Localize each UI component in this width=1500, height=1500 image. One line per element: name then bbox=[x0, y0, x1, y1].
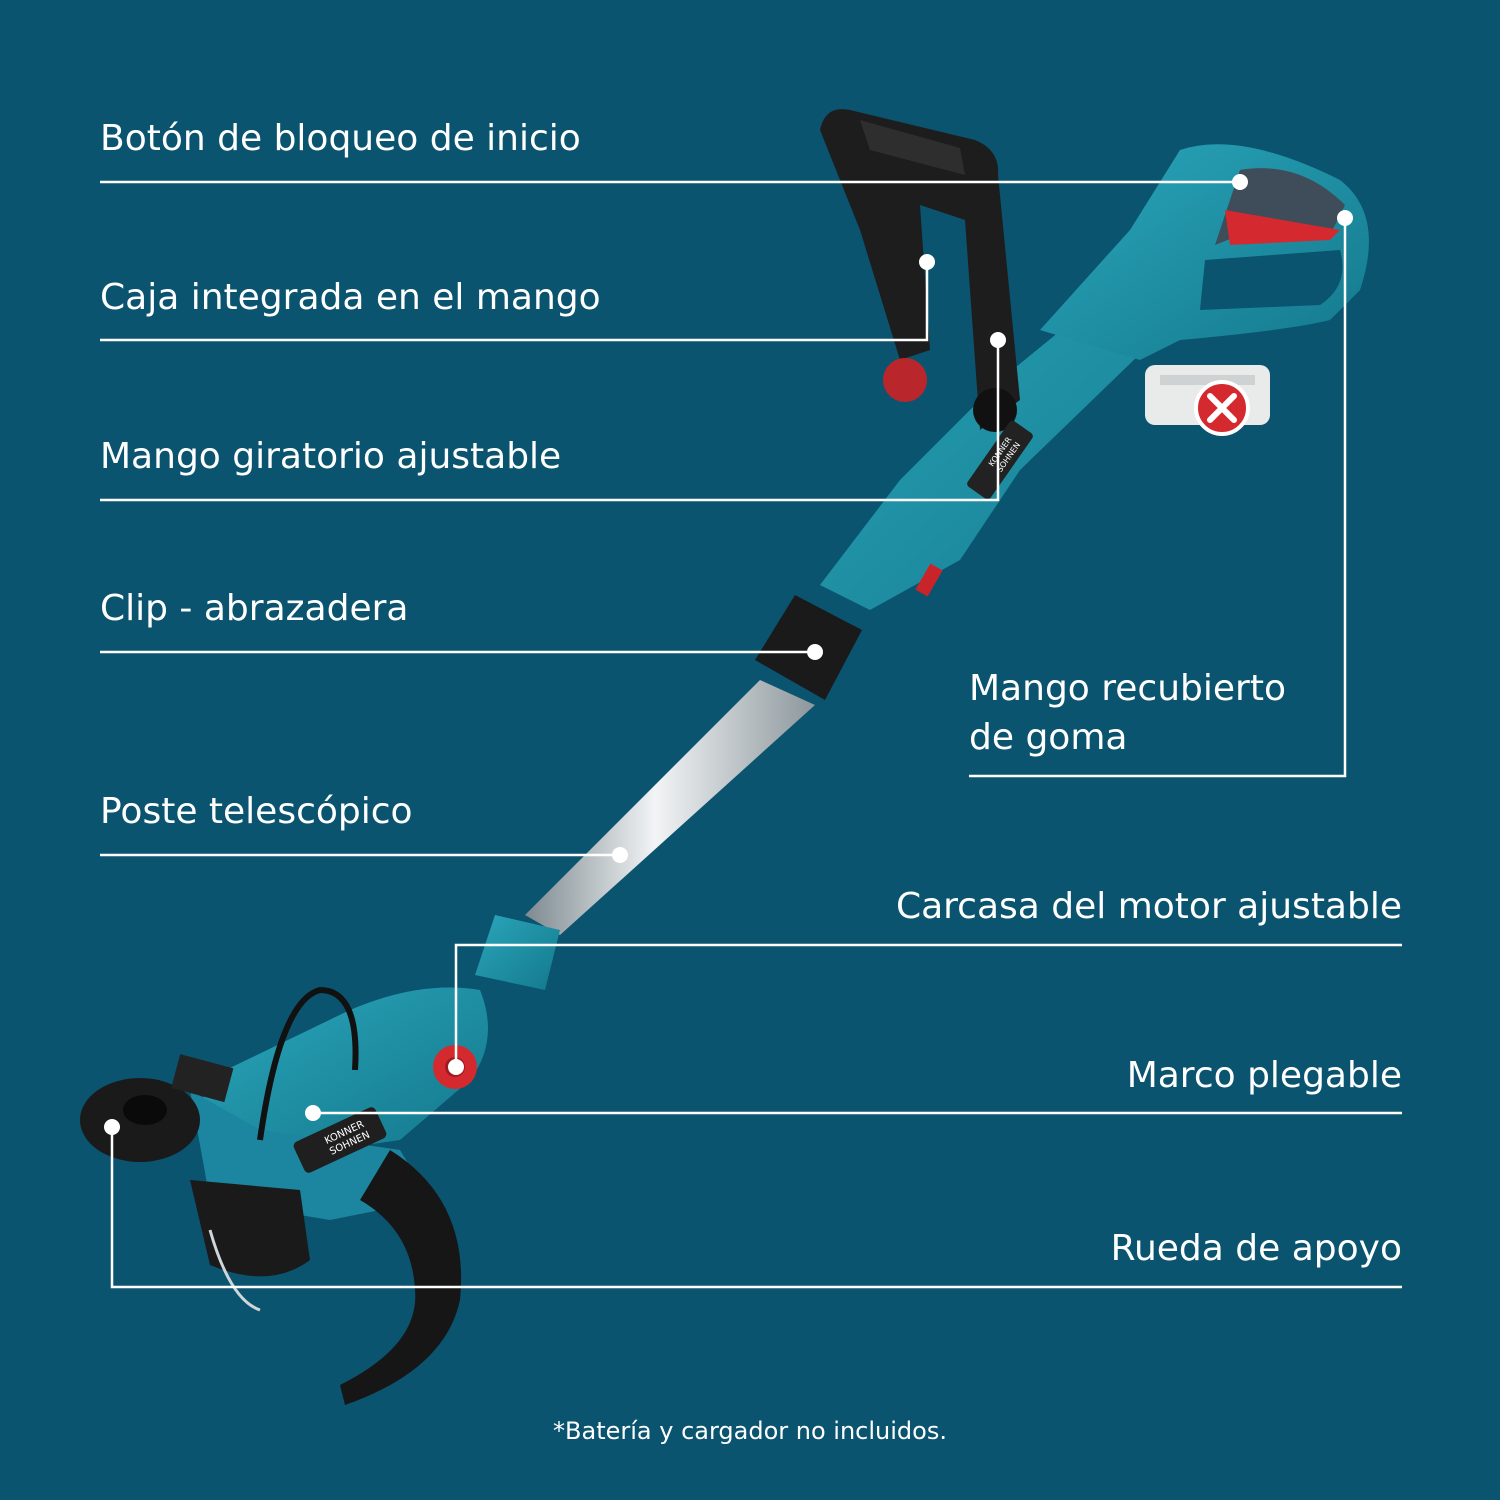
leader-lines bbox=[100, 180, 1402, 1289]
handle-opening bbox=[1200, 250, 1343, 310]
label-motor-housing: Carcasa del motor ajustable bbox=[895, 886, 1402, 927]
leader-rotating-handle bbox=[100, 340, 1000, 502]
label-support-wheel: Rueda de apoyo bbox=[1110, 1228, 1402, 1269]
string-trimmer: KONNER SOHNEN KONNER bbox=[80, 109, 1369, 1405]
front-d-handle bbox=[820, 109, 1020, 430]
telescopic-pole bbox=[525, 680, 815, 935]
label-rotating-handle: Mango giratorio ajustable bbox=[100, 436, 562, 477]
label-telescopic-pole: Poste telescópico bbox=[100, 791, 413, 832]
leader-handle-box bbox=[100, 262, 929, 342]
trigger bbox=[1225, 210, 1340, 245]
leader-dots bbox=[104, 174, 1353, 1135]
guard bbox=[340, 1150, 462, 1405]
label-start-lock-button: Botón de bloqueo de inicio bbox=[100, 118, 581, 159]
handle-knob-red bbox=[883, 358, 927, 402]
leader-motor-housing bbox=[454, 943, 1402, 1067]
wire-bail bbox=[257, 986, 359, 1141]
support-wheel bbox=[80, 1078, 200, 1162]
leader-support-wheel bbox=[110, 1127, 1402, 1289]
footnote: *Batería y cargador no incluidos. bbox=[553, 1417, 947, 1445]
label-rubber-handle-line1: Mango recubierto bbox=[969, 668, 1286, 709]
label-handle-box: Caja integrada en el mango bbox=[100, 277, 601, 318]
motor-housing bbox=[200, 987, 488, 1150]
label-clip-clamp: Clip - abrazadera bbox=[100, 588, 409, 629]
lower-collar bbox=[475, 915, 560, 990]
leader-rubber-handle bbox=[969, 218, 1347, 778]
spool bbox=[190, 1180, 310, 1277]
label-rubber-handle-line2: de goma bbox=[969, 717, 1128, 758]
label-folding-frame: Marco plegable bbox=[1126, 1055, 1402, 1096]
